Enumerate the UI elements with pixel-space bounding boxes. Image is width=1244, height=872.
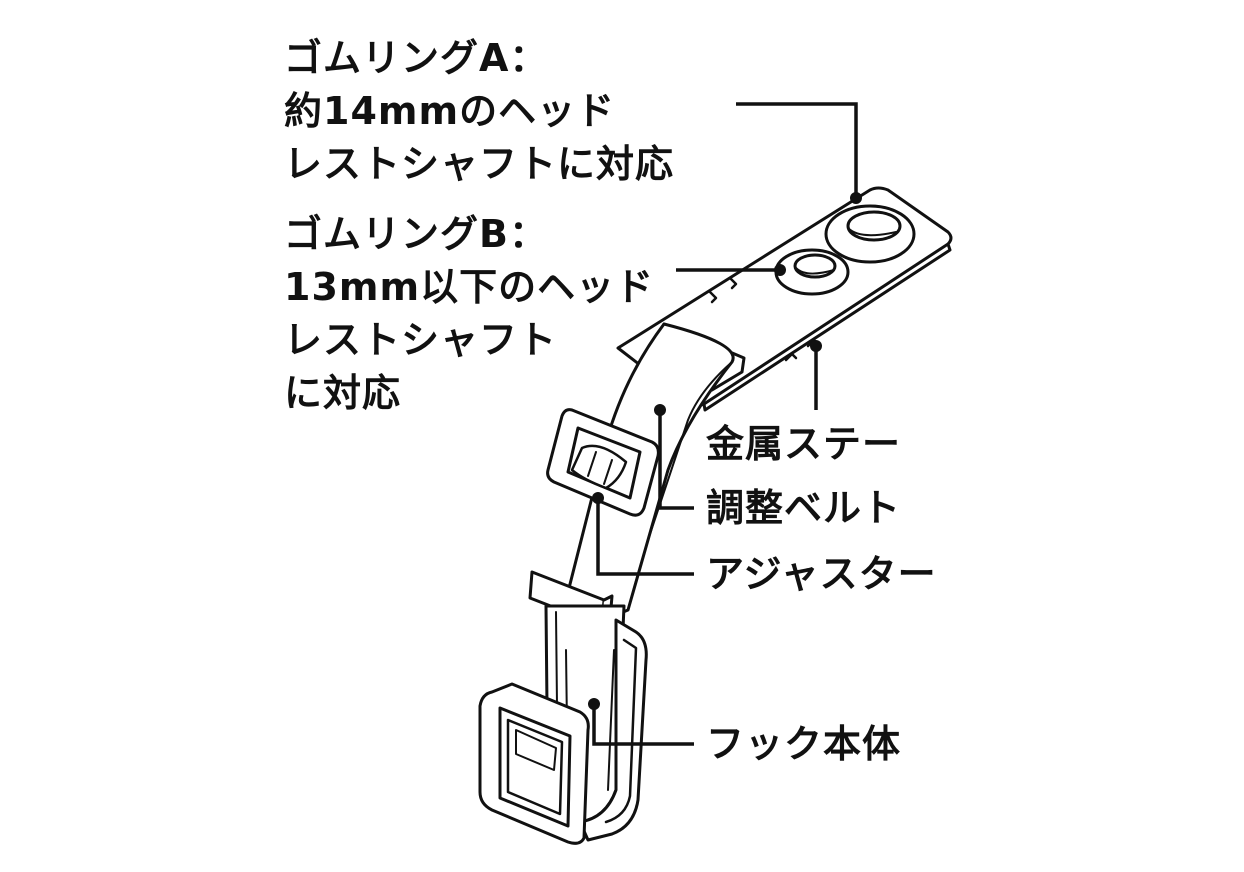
label-adjust-belt: 調整ベルト	[706, 486, 902, 530]
leader-dot-ring-b	[774, 264, 786, 276]
leader-dot-adjuster	[592, 492, 604, 504]
label-rubber-ring-a: ゴムリングA： 約14mmのヘッド レストシャフトに対応	[284, 32, 674, 191]
label-line: に対応	[284, 371, 402, 415]
leader-dot-metal-stay	[810, 340, 822, 352]
leader-line-adjuster	[596, 498, 694, 576]
label-adjuster: アジャスター	[706, 552, 937, 596]
leader-dot-adjust-belt	[654, 404, 666, 416]
leader-line-ring-a	[736, 102, 858, 196]
leader-dot-hook-body	[588, 698, 600, 710]
rubber-ring-b-illustration	[774, 248, 850, 296]
adjuster-illustration	[546, 408, 660, 517]
label-line: レストシャフト	[284, 318, 558, 362]
label-line: ゴムリングB：	[284, 212, 548, 256]
label-hook-body: フック本体	[706, 722, 902, 766]
rubber-ring-a-illustration	[824, 204, 916, 264]
label-metal-stay: 金属ステー	[706, 422, 902, 466]
label-line: 約14mmのヘッド	[284, 89, 616, 133]
hook-body-illustration	[478, 604, 648, 845]
leader-dot-ring-a	[850, 192, 862, 204]
label-rubber-ring-b: ゴムリングB： 13mm以下のヘッド レストシャフト に対応	[284, 208, 654, 420]
label-line: 13mm以下のヘッド	[284, 265, 655, 309]
label-line: レストシャフトに対応	[284, 142, 675, 186]
leader-line-adjust-belt	[658, 410, 694, 510]
leader-line-hook-body	[592, 704, 694, 746]
label-line: ゴムリングA：	[284, 36, 549, 80]
